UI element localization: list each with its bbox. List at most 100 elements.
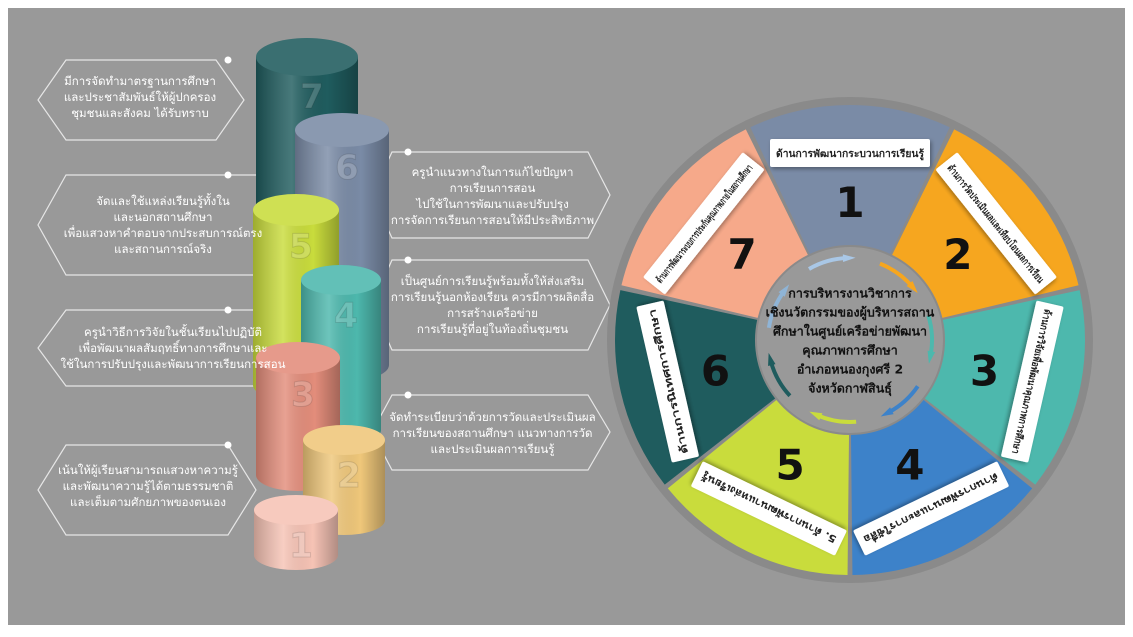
- cylinder-top-highlight: [301, 265, 381, 295]
- note-4-line: การเรียนรู้นอกห้องเรียน ควรมีการผลิตสื่อ: [390, 290, 595, 304]
- cylinder-number: 4: [334, 296, 358, 336]
- cylinder-1: 1: [254, 495, 338, 570]
- cylinder-top: [303, 425, 385, 455]
- note-dot-4: [404, 256, 412, 264]
- wheel-segment-7: ด้านการพัฒนาระบบการประกันคุณภาพภายในสถาน…: [621, 129, 808, 318]
- note-5: จัดและใช้แหล่งเรียนรู้ทั้งใน และนอกสถานศ…: [50, 193, 276, 257]
- note-1: เน้นให้ผู้เรียนสามารถแสวงหาความรู้ และพั…: [50, 462, 246, 510]
- center-text-line: การบริหารงานวิชาการ: [788, 286, 912, 301]
- note-6-line: ครูนำแนวทางในการแก้ไขปัญหา: [411, 165, 574, 179]
- note-7: มีการจัดทำมาตรฐานการศึกษา และประชาสัมพัน…: [50, 73, 230, 121]
- center-text-line: เชิงนวัตกรรมของผู้บริหารสถาน: [766, 305, 935, 321]
- wheel-segment-number: 4: [895, 440, 924, 489]
- cylinder-shading: [254, 510, 338, 570]
- cylinder-top-highlight: [256, 38, 358, 76]
- note-1-line: และพัฒนาความรู้ได้ตามธรรมชาติ: [62, 479, 234, 493]
- cycle-arrow-head: [778, 284, 790, 297]
- center-text-line: คุณภาพการศึกษา: [802, 343, 898, 359]
- cylinder-top-highlight: [303, 425, 385, 455]
- note-dot-1: [224, 441, 232, 449]
- wheel-segment-number: 2: [943, 230, 972, 279]
- cycle-arrow-head: [809, 411, 823, 421]
- cylinder-number: 1: [289, 526, 313, 566]
- wheel-segment-number: 6: [701, 347, 730, 396]
- note-dot-3: [224, 306, 232, 314]
- cylinder-top: [254, 495, 338, 525]
- note-dot-6: [404, 148, 412, 156]
- note-dots: [224, 56, 412, 449]
- wheel-label-box: [1001, 300, 1064, 463]
- note-2-line: และประเมินผลการเรียนรู้: [430, 442, 555, 456]
- note-6: ครูนำแนวทางในการแก้ไขปัญหา การเรียนการสอ…: [385, 164, 600, 228]
- note-1-line: เน้นให้ผู้เรียนสามารถแสวงหาความรู้: [58, 463, 238, 477]
- note-3: ครูนำวิธีการวิจัยในชั้นเรียนไปปฏิบัติ เพ…: [50, 324, 296, 372]
- cylinder-top: [256, 38, 358, 76]
- wheel-label-box: [643, 152, 764, 294]
- cylinder-top-highlight: [295, 113, 389, 147]
- cylinder-number: 2: [337, 456, 361, 496]
- cycle-arrows: [766, 254, 936, 424]
- wheel-segment-number: 7: [727, 230, 756, 279]
- wheel-segment-1: ด้านการพัฒนากระบวนการเรียนรู้ 1: [750, 105, 950, 254]
- note-3-line: ใช้ในการปรับปรุงและพัฒนาการเรียนการสอน: [60, 357, 286, 371]
- note-6-line: การจัดการเรียนการสอนให้มีประสิทธิภาพ: [390, 213, 595, 227]
- note-dot-5: [224, 171, 232, 179]
- note-5-line: และสถานการณ์จริง: [114, 242, 212, 256]
- note-7-line: มีการจัดทำมาตรฐานการศึกษา: [64, 74, 216, 88]
- cycle-arrow-head: [880, 407, 894, 417]
- wheel-center: [757, 247, 943, 433]
- note-3-line: เพื่อพัฒนาผลสัมฤทธิ์ทางการศึกษาและ: [78, 341, 268, 355]
- note-4-line: การเรียนรู้ที่อยู่ในท้องถิ่นชุมชน: [416, 322, 569, 336]
- note-6-line: ไปใช้ในการพัฒนาและปรับปรุง: [416, 197, 569, 211]
- cylinder-number: 7: [300, 77, 324, 117]
- note-dot-2: [404, 391, 412, 399]
- note-frame-7: [37, 59, 245, 141]
- wheel-label-box: [770, 139, 930, 167]
- cycle-arrow-head: [842, 254, 856, 263]
- note-7-line: และประชาสัมพันธ์ให้ผู้ปกครอง: [63, 90, 217, 104]
- note-2-line: การเรียนของสถานศึกษา แนวทางการวัด: [392, 426, 593, 440]
- note-2-line: จัดทำระเบียบว่าด้วยการวัดและประเมินผล: [389, 410, 596, 424]
- wheel-label-box: [636, 300, 699, 463]
- cycle-arrow-head: [906, 280, 918, 294]
- note-5-line: เพื่อแสวงหาคำตอบจากประสบการณ์ตรง: [63, 226, 263, 240]
- cylinder-number: 6: [335, 148, 359, 188]
- note-1-line: และเต็มตามศักยภาพของตนเอง: [70, 495, 226, 509]
- note-2: จัดทำระเบียบว่าด้วยการวัดและประเมินผล กา…: [385, 409, 600, 457]
- wheel-segment-4: ด้านการพัฒนาและการใช้สื่อ4: [850, 400, 1033, 575]
- note-3-line: ครูนำวิธีการวิจัยในชั้นเรียนไปปฏิบัติ: [84, 325, 262, 339]
- note-5-line: จัดและใช้แหล่งเรียนรู้ทั้งใน: [96, 194, 230, 208]
- center-text-line: จังหวัดกาฬสินธุ์: [808, 381, 892, 397]
- wheel-label-text: ด้านการพัฒนากระบวนการเรียนรู้: [776, 148, 925, 161]
- cylinder-top: [253, 194, 339, 226]
- cylinder-top: [295, 113, 389, 147]
- note-4-line: เป็นศูนย์การเรียนรู้พร้อมทั้งให้ส่งเสริม: [400, 274, 585, 288]
- wheel-segment-2: ด้านการวัดประเมินผลและเทียบโอนผลการเรียน…: [892, 129, 1079, 318]
- cycle-arrow-head: [768, 352, 776, 367]
- wheel-segment-5: 5. ด้านการพัฒนาแหล่งเรียนรู้5: [667, 400, 850, 575]
- wheel-segment-number: 3: [970, 347, 999, 396]
- center-text-line: อำเภอหนองกุงศรี 2: [797, 362, 903, 378]
- note-4: เป็นศูนย์การเรียนรู้พร้อมทั้งให้ส่งเสริม…: [385, 273, 600, 337]
- note-dot-7: [224, 56, 232, 64]
- cylinder-number: 3: [291, 375, 315, 415]
- wheel: ด้านการพัฒนากระบวนการเรียนรู้ 1 ด้านการวัด…: [607, 97, 1093, 583]
- wheel-segment-number: 1: [835, 178, 864, 227]
- cylinder-top-highlight: [254, 495, 338, 525]
- wheel-label-box: [853, 461, 1009, 556]
- wheel-label-box: [691, 461, 847, 556]
- cycle-arrow-head: [927, 350, 936, 364]
- note-6-line: การเรียนการสอน: [449, 181, 536, 195]
- cylinder-top-highlight: [256, 342, 340, 374]
- cylinder-top: [301, 265, 381, 295]
- wheel-segment-number: 5: [776, 440, 805, 489]
- note-4-line: การสร้างเครือข่าย: [447, 306, 538, 320]
- center-text-line: ศึกษาในศูนย์เครือข่ายพัฒนา: [773, 324, 927, 340]
- cylinder-top-highlight: [253, 194, 339, 226]
- note-7-line: ชุมชนและสังคม ได้รับทราบ: [71, 106, 209, 120]
- cylinder-top: [256, 342, 340, 374]
